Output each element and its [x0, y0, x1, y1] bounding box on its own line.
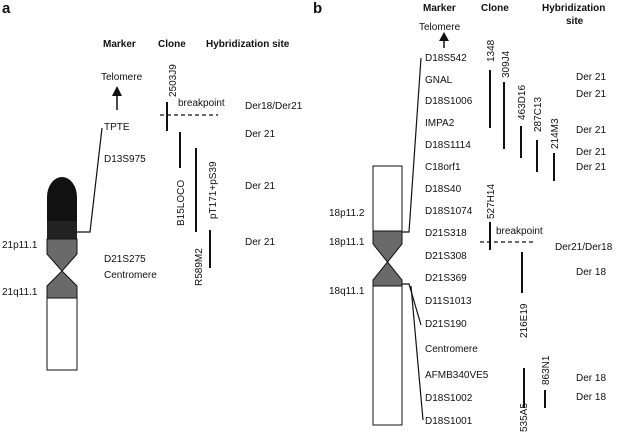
panel-a-breakpoint-label: breakpoint: [178, 98, 225, 109]
panel-b-connector-bottom: [410, 285, 424, 421]
panel-b-marker-d11s1013: D11S1013: [425, 296, 472, 307]
panel-b-band-18p11-1: 18p11.1: [329, 237, 365, 248]
panel-a-marker-d13s975: D13S975: [104, 154, 146, 165]
panel-b-marker-c18orf1: C18orf1: [425, 162, 461, 173]
panel-b-marker-d18s1074: D18S1074: [425, 206, 473, 217]
panel-a-marker-tpte: TPTE: [104, 122, 130, 133]
panel-a-marker-d21s275: D21S275: [104, 254, 146, 265]
panel-b-site-der21-2: Der 21: [576, 89, 606, 100]
panel-b-site-der21-der18: Der21/Der18: [555, 242, 613, 253]
panel-b-marker-d21s369: D21S369: [425, 273, 467, 284]
chromosome-21: [46, 177, 78, 371]
panel-b-marker-impa2: IMPA2: [425, 118, 455, 129]
panel-b-marker-d21s190: D21S190: [425, 319, 467, 330]
panel-b-clone-216e19: 216E19: [519, 303, 530, 338]
panel-a-band-21q11-1: 21q11.1: [2, 287, 38, 298]
panel-b-site-der21-3: Der 21: [576, 125, 606, 136]
panel-b-site-der18-2: Der 18: [576, 373, 606, 384]
panel-b-marker-centromere: Centromere: [425, 344, 478, 355]
panel-a-clone-b15loco: B15LOCO: [176, 180, 187, 226]
panel-b-site-der18-1: Der 18: [576, 267, 606, 278]
panel-b-marker-d18s1114: D18S1114: [425, 140, 471, 151]
panel-a-marker-centromere: Centromere: [104, 270, 157, 281]
panel-b-marker-telomere: Telomere: [419, 22, 461, 33]
chromosome-18: [372, 165, 403, 426]
panel-b-clone-535a5: 535A5: [519, 403, 530, 432]
panel-a-tpte-connector: [77, 127, 103, 233]
panel-b-breakpoint-label: breakpoint: [496, 226, 543, 237]
panel-a-marker-telomere: Telomere: [101, 72, 143, 83]
panel-b-marker-d18s40: D18S40: [425, 184, 462, 195]
telomere-arrow-icon: [112, 86, 122, 110]
panel-a-clone-r589m2: R589M2: [194, 248, 205, 286]
panel-b-marker-d18s1002: D18S1002: [425, 393, 473, 404]
panel-b-clone-1348: 1348: [486, 39, 497, 62]
panel-b: b Marker Clone Hybridization site Telome…: [313, 0, 613, 432]
panel-b-marker-gnal: GNAL: [425, 75, 453, 86]
telomere-arrow-icon: [439, 32, 449, 48]
panel-a: a Marker Clone Hybridization site Telome…: [2, 0, 303, 371]
panel-b-site-der21-4: Der 21: [576, 147, 606, 158]
panel-a-site-der18-der21: Der18/Der21: [245, 101, 303, 112]
panel-b-marker-afmb340ve5: AFMB340VE5: [425, 370, 489, 381]
panel-b-clone-header: Clone: [481, 3, 509, 14]
panel-a-site-der21-3: Der 21: [245, 237, 275, 248]
panel-b-site-der18-3: Der 18: [576, 392, 606, 403]
panel-b-marker-header: Marker: [423, 3, 456, 14]
panel-b-clone-287c13: 287C13: [533, 97, 544, 132]
panel-b-clone-309j4: 309J4: [501, 50, 512, 78]
panel-b-site-header-2: site: [566, 16, 584, 27]
panel-b-marker-d21s318: D21S318: [425, 228, 467, 239]
panel-a-site-der21-1: Der 21: [245, 129, 275, 140]
panel-b-connector-mid: [402, 283, 422, 326]
panel-b-marker-d18s1001: D18S1001: [425, 416, 473, 427]
panel-b-marker-d18s1006: D18S1006: [425, 96, 473, 107]
panel-a-clone-pt171: pT171+pS39: [208, 161, 219, 219]
panel-a-clone-header: Clone: [158, 39, 186, 50]
panel-a-label: a: [2, 0, 11, 17]
panel-b-clone-214m3: 214M3: [550, 118, 561, 149]
panel-b-connector-top: [402, 57, 422, 233]
panel-b-site-header-1: Hybridization: [542, 3, 605, 14]
panel-b-marker-d18s542: D18S542: [425, 53, 467, 64]
panel-b-site-der21-5: Der 21: [576, 162, 606, 173]
panel-a-site-der21-2: Der 21: [245, 181, 275, 192]
panel-a-band-21p11-1: 21p11.1: [2, 240, 38, 251]
panel-b-marker-d21s308: D21S308: [425, 251, 467, 262]
panel-b-band-18q11-1: 18q11.1: [329, 286, 365, 297]
panel-b-clone-463d16: 463D16: [517, 85, 528, 120]
panel-a-site-header: Hybridization site: [206, 39, 290, 50]
panel-a-clone-2503j9: 2503J9: [168, 64, 179, 97]
panel-b-clone-527h14: 527H14: [486, 184, 497, 219]
panel-b-band-18p11-2: 18p11.2: [329, 208, 365, 219]
panel-b-clone-863n1: 863N1: [541, 355, 552, 385]
panel-a-marker-header: Marker: [103, 39, 136, 50]
panel-b-label: b: [313, 0, 322, 17]
panel-b-site-der21-1: Der 21: [576, 72, 606, 83]
